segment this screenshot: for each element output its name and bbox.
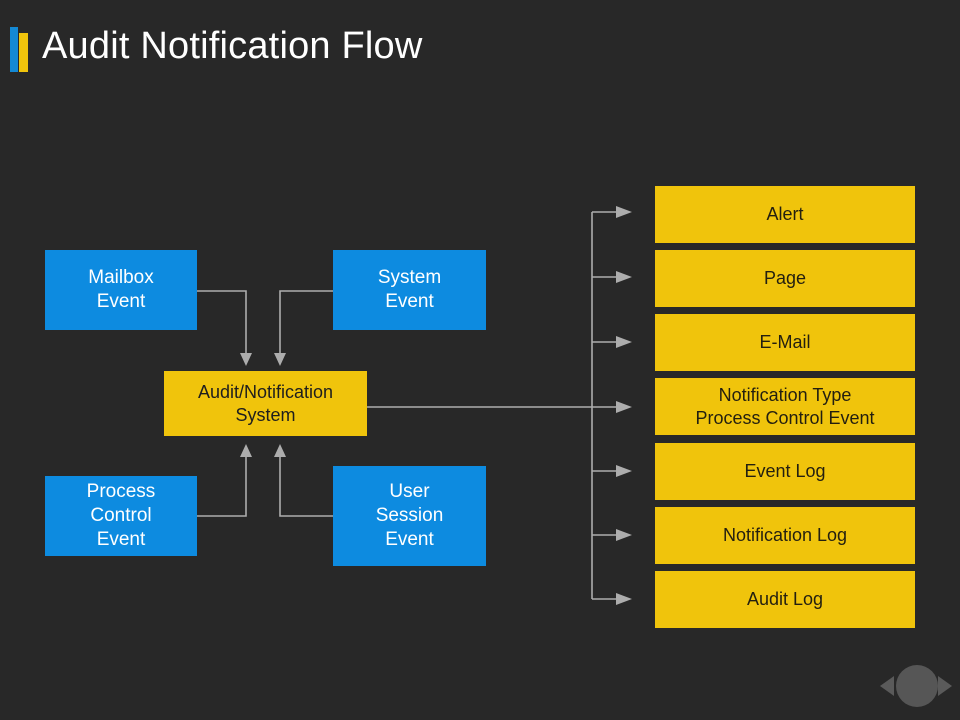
connector-trunk-to-event-log	[592, 465, 632, 477]
node-event-log[interactable]: Event Log	[655, 443, 915, 500]
node-event-log-label: Event Log	[744, 461, 826, 482]
node-alert-label: Alert	[766, 204, 804, 225]
accent-bar-blue-icon	[10, 27, 18, 72]
title-bar: Audit Notification Flow	[0, 0, 960, 100]
connector-trunk-to-email	[592, 336, 632, 348]
node-user-session-event[interactable]: User Session Event	[333, 466, 486, 566]
node-system-event[interactable]: System Event	[333, 250, 486, 330]
node-notification-type-label: Notification Type Process Control Event	[695, 385, 875, 428]
node-audit-log[interactable]: Audit Log	[655, 571, 915, 628]
node-audit-log-label: Audit Log	[746, 589, 824, 610]
node-audit-notification-system[interactable]: Audit/Notification System	[164, 371, 367, 436]
connector-hub-to-trunk	[367, 401, 632, 413]
node-notification-type[interactable]: Notification Type Process Control Event	[655, 378, 915, 435]
connector-mailbox-to-hub	[197, 290, 252, 366]
node-mailbox-event-label: Mailbox Event	[88, 267, 154, 312]
node-audit-notification-system-label: Audit/Notification System	[197, 382, 334, 425]
node-process-control-event[interactable]: Process Control Event	[45, 476, 197, 556]
next-slide-icon[interactable]	[938, 676, 952, 696]
page-title: Audit Notification Flow	[42, 25, 423, 67]
node-notification-log[interactable]: Notification Log	[655, 507, 915, 564]
node-page[interactable]: Page	[655, 250, 915, 307]
node-user-session-event-label: User Session Event	[375, 481, 444, 550]
slide-navigation	[876, 664, 956, 710]
connector-trunk-to-notification-log	[592, 529, 632, 541]
accent-bar-yellow-icon	[19, 33, 28, 72]
node-alert[interactable]: Alert	[655, 186, 915, 243]
node-process-control-event-label: Process Control Event	[86, 481, 156, 550]
connector-trunk-to-alert	[592, 206, 632, 218]
connector-trunk-to-audit-log	[592, 593, 632, 605]
slide-menu-button[interactable]	[896, 665, 938, 707]
node-page-label: Page	[763, 268, 807, 289]
connector-process-control-to-hub	[197, 444, 252, 517]
node-email[interactable]: E-Mail	[655, 314, 915, 371]
connector-trunk-to-page	[592, 271, 632, 283]
connector-user-session-to-hub	[274, 444, 333, 517]
previous-slide-icon[interactable]	[880, 676, 894, 696]
node-system-event-label: System Event	[377, 267, 442, 312]
node-notification-log-label: Notification Log	[722, 525, 848, 546]
node-email-label: E-Mail	[759, 332, 811, 353]
node-mailbox-event[interactable]: Mailbox Event	[45, 250, 197, 330]
connector-system-to-hub	[274, 290, 333, 366]
